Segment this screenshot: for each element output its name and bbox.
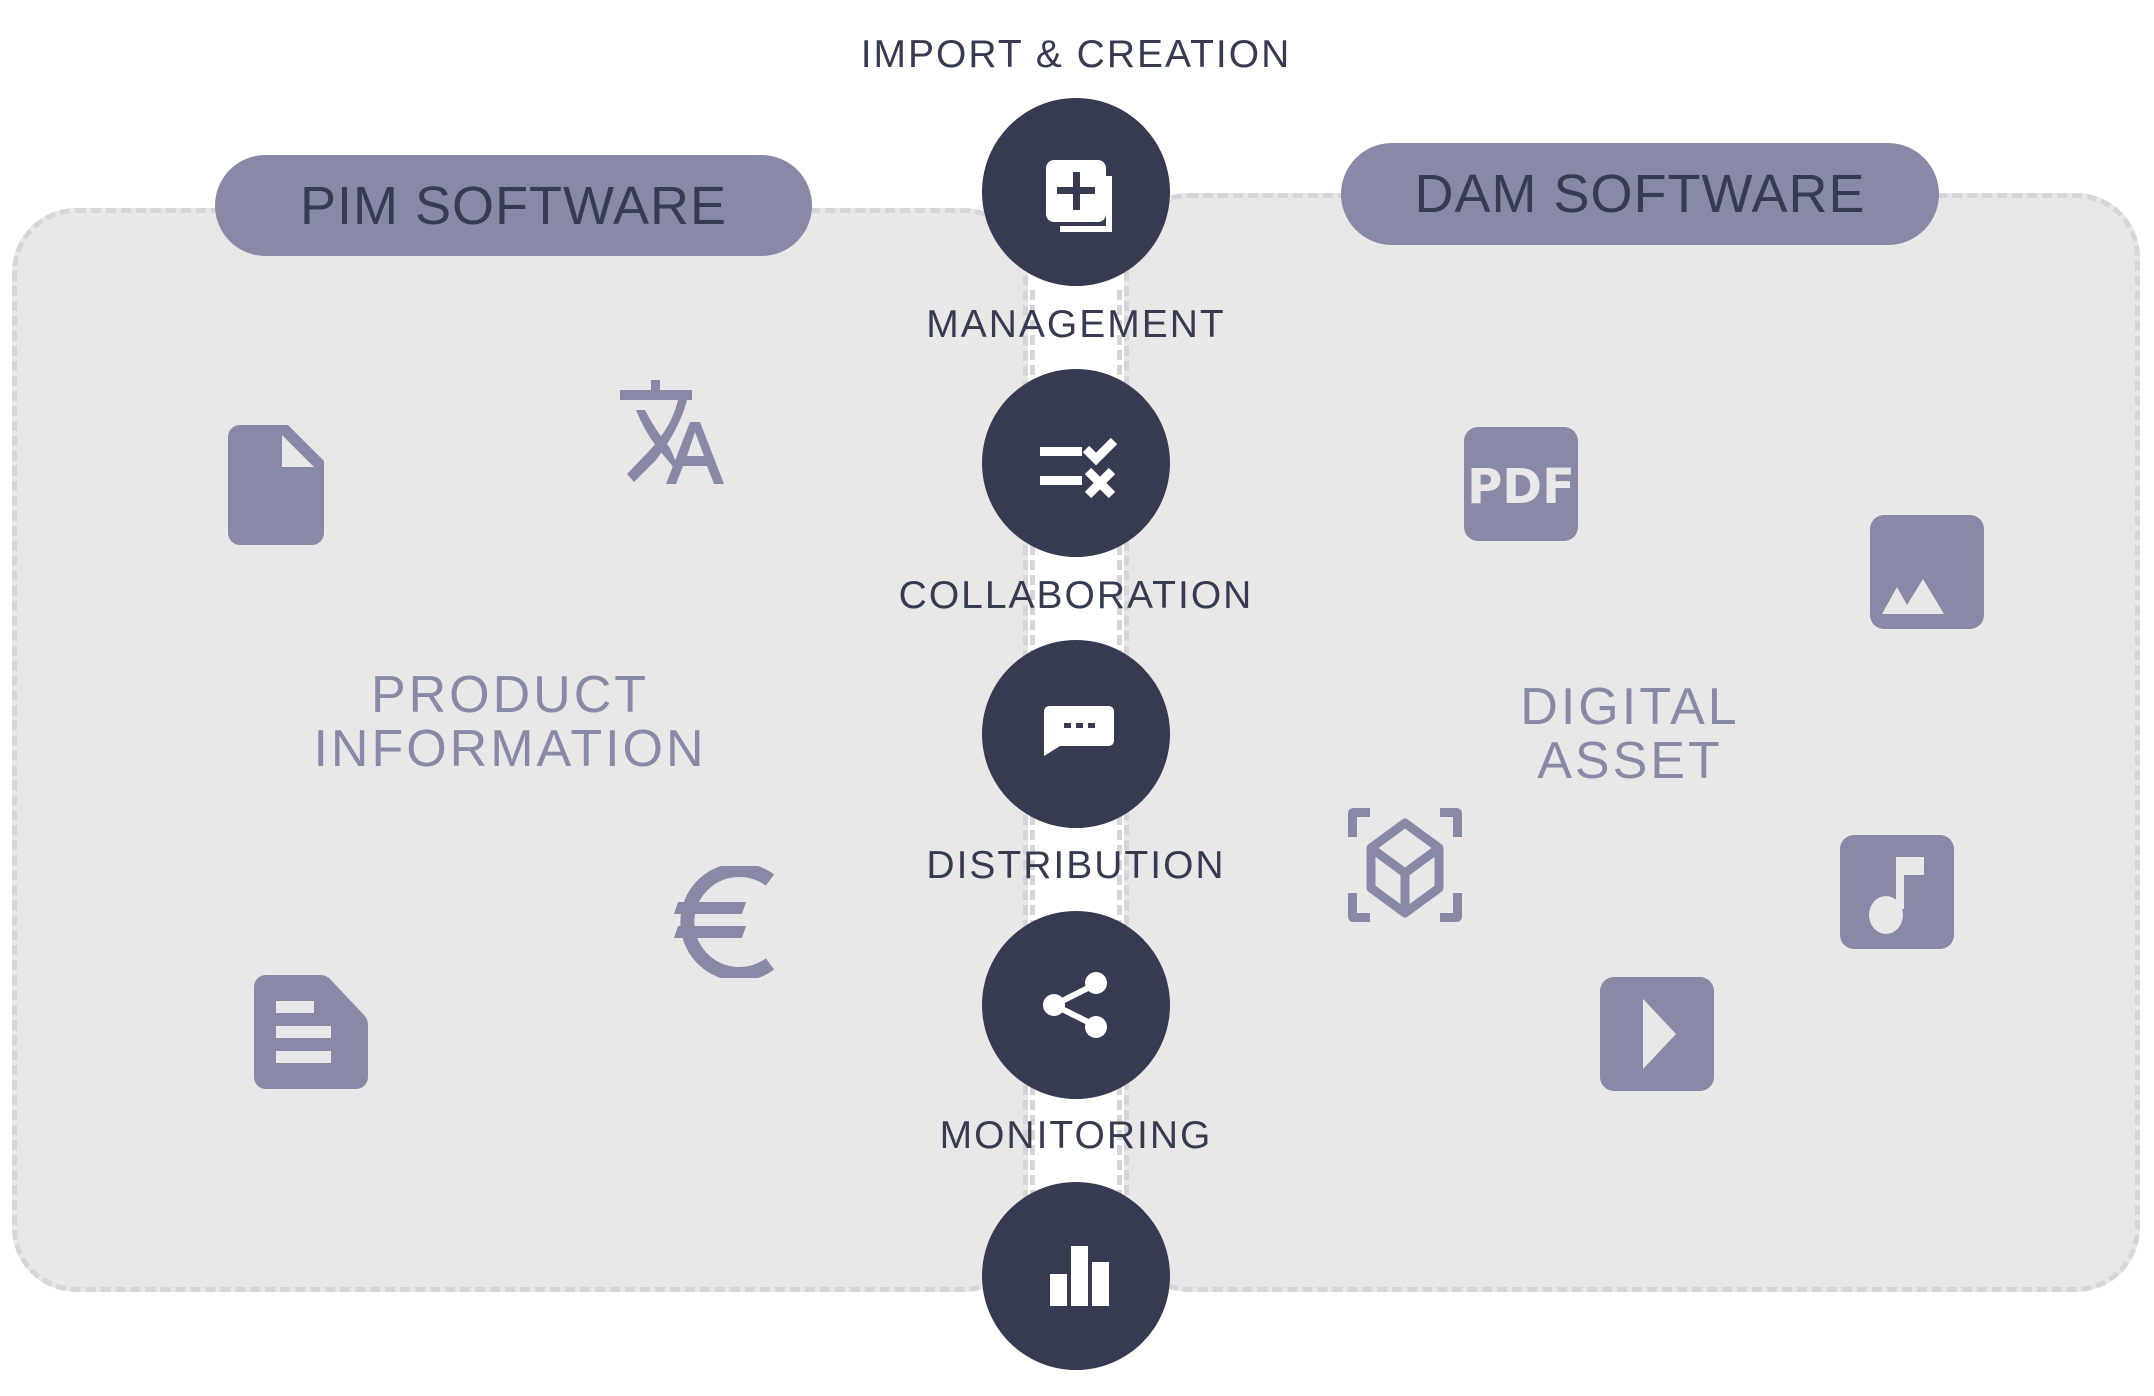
svg-text:PDF: PDF (1467, 459, 1575, 515)
area-label-line: PRODUCT (370, 666, 650, 724)
3d-cube-icon (1348, 808, 1462, 922)
step-distribution (982, 911, 1170, 1099)
area-label-line: ASSET (1537, 732, 1723, 790)
area-label-line: DIGITAL (1520, 678, 1740, 736)
video-play-icon (1600, 977, 1714, 1091)
digital-asset-label: DIGITAL ASSET (1460, 680, 1800, 788)
euro-icon (674, 866, 775, 978)
step-label-distribution: DISTRIBUTION (926, 844, 1226, 887)
document-text-icon (254, 975, 368, 1089)
rule-check-icon (1040, 437, 1118, 499)
step-label-management: MANAGEMENT (926, 303, 1226, 346)
dam-software-title: DAM SOFTWARE (1341, 143, 1939, 245)
image-icon (1870, 515, 1984, 629)
bar-chart-icon (1050, 1246, 1109, 1306)
step-import-creation (982, 98, 1170, 286)
dam-panel (1124, 193, 2140, 1292)
share-icon (1043, 972, 1107, 1038)
step-label-collaboration: COLLABORATION (898, 574, 1254, 617)
file-icon (228, 425, 324, 545)
pim-panel (12, 208, 1028, 1292)
music-icon (1840, 835, 1954, 949)
pim-software-title: PIM SOFTWARE (215, 155, 812, 256)
chat-bubble-icon (1044, 706, 1114, 756)
translate-icon (620, 380, 724, 484)
area-label-line: INFORMATION (313, 720, 707, 778)
product-information-label: PRODUCT INFORMATION (240, 668, 780, 776)
step-label-monitoring: MONITORING (939, 1114, 1213, 1157)
step-management (982, 369, 1170, 557)
step-collaboration (982, 640, 1170, 828)
step-label-import-creation: IMPORT & CREATION (860, 33, 1292, 76)
pdf-icon: PDF (1464, 427, 1578, 541)
step-monitoring (982, 1182, 1170, 1370)
add-to-library-icon (1046, 160, 1112, 232)
